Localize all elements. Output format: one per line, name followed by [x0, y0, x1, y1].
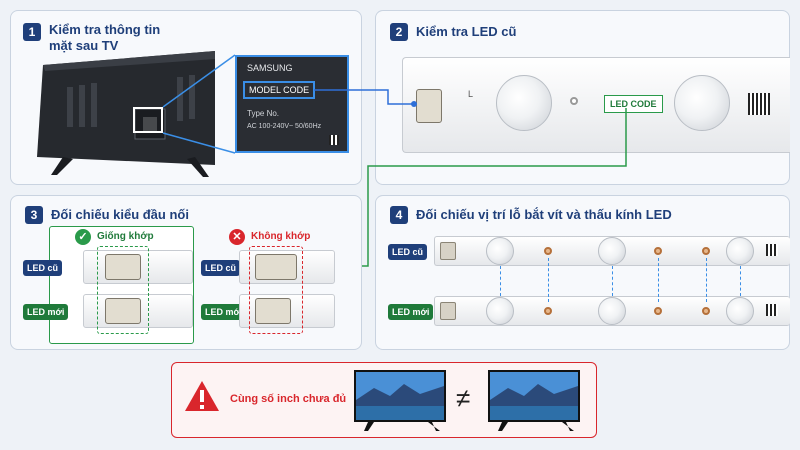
p4-old-screw-1: [544, 247, 552, 255]
power-text: AC 100-240V~ 50/60Hz: [247, 123, 322, 130]
tv-front-left: [354, 370, 446, 431]
step-number-1: 1: [23, 23, 41, 41]
p4-new-lens-2: [598, 297, 626, 325]
led-lens-2: [674, 75, 730, 131]
p4-new-screw-1: [544, 307, 552, 315]
panel1-title-line2: mặt sau TV: [49, 38, 119, 53]
warning-box: Cùng số inch chưa đủ ≠: [171, 362, 597, 438]
nomatch-dashed-frame: [249, 246, 303, 334]
led-code-box: LED CODE: [604, 95, 663, 113]
led-old-tag-p4: LED cũ: [388, 244, 428, 260]
nomatch-x-icon: ✕: [229, 229, 245, 245]
tv-back-illustration: [37, 51, 215, 177]
p4-new-screw-2: [654, 307, 662, 315]
p4-new-lens-3: [726, 297, 754, 325]
p4-old-screw-3: [702, 247, 710, 255]
nomatch-connector-old: [255, 254, 297, 280]
panel2-title: Kiểm tra LED cũ: [416, 24, 517, 39]
label-qr-icon: [329, 135, 339, 145]
brand-text: SAMSUNG: [247, 63, 293, 73]
led-old-tag-right: LED cũ: [201, 260, 241, 276]
align-line-5: [706, 258, 707, 302]
step-number-2: 2: [390, 23, 408, 41]
nomatch-label: Không khớp: [251, 231, 311, 242]
strip-qr-icon: [748, 93, 770, 115]
align-line-2: [548, 258, 549, 302]
nomatch-connector-new: [255, 298, 291, 324]
align-line-3: [612, 266, 613, 296]
type-no-text: Type No.: [247, 109, 280, 118]
tv-label-zoom: SAMSUNG MODEL CODE Type No. AC 100-240V~…: [235, 55, 349, 153]
step-number-4: 4: [390, 206, 408, 224]
align-line-1: [500, 266, 501, 296]
panel-compare-screw-lens: 4 Đối chiếu vị trí lỗ bắt vít và thấu kí…: [375, 195, 790, 350]
warning-text: Cùng số inch chưa đủ: [230, 393, 347, 405]
p4-old-screw-2: [654, 247, 662, 255]
led-old-tag-left: LED cũ: [23, 260, 63, 276]
led-new-tag-p4: LED mới: [388, 304, 434, 320]
p4-new-qr-icon: [766, 304, 778, 316]
panel1-title: Kiểm tra thông tin mặt sau TV: [49, 22, 160, 54]
p4-old-lens-1: [486, 237, 514, 265]
p4-new-screw-3: [702, 307, 710, 315]
panel4-title: Đối chiếu vị trí lỗ bắt vít và thấu kính…: [416, 207, 672, 222]
tv-front-right: [488, 370, 580, 431]
match-connector-new: [105, 298, 141, 324]
tv-label-highlight: [133, 107, 163, 133]
panel-check-old-led: 2 Kiểm tra LED cũ L LED CODE: [375, 10, 790, 185]
strip-letter: L: [468, 89, 474, 99]
zoom-lines: [162, 54, 236, 154]
panel-check-tv-back: 1 Kiểm tra thông tin mặt sau TV SAMSUNG …: [10, 10, 362, 185]
strip-connector: [416, 89, 442, 123]
screw-hole-1: [570, 97, 578, 105]
panel-compare-connector: 3 Đối chiếu kiểu đầu nối ✓ Giống khớp ✕ …: [10, 195, 362, 350]
panel1-title-line1: Kiểm tra thông tin: [49, 22, 161, 37]
p4-new-lens-1: [486, 297, 514, 325]
warning-icon: [185, 381, 219, 411]
p4-old-lens-3: [726, 237, 754, 265]
p4-connector-old: [440, 242, 456, 260]
p4-old-qr-icon: [766, 244, 778, 256]
led-new-tag-right: LED mới: [201, 304, 247, 320]
led-lens-1: [496, 75, 552, 131]
match-label: Giống khớp: [97, 231, 154, 242]
panel3-title: Đối chiếu kiểu đầu nối: [51, 207, 189, 222]
p4-connector-new: [440, 302, 456, 320]
step-number-3: 3: [25, 206, 43, 224]
match-dashed-frame: [97, 246, 149, 334]
align-line-6: [740, 266, 741, 296]
not-equal-symbol: ≠: [456, 383, 471, 413]
match-check-icon: ✓: [75, 229, 91, 245]
led-new-tag-left: LED mới: [23, 304, 69, 320]
align-line-4: [658, 258, 659, 302]
p4-old-lens-2: [598, 237, 626, 265]
match-connector-old: [105, 254, 141, 280]
